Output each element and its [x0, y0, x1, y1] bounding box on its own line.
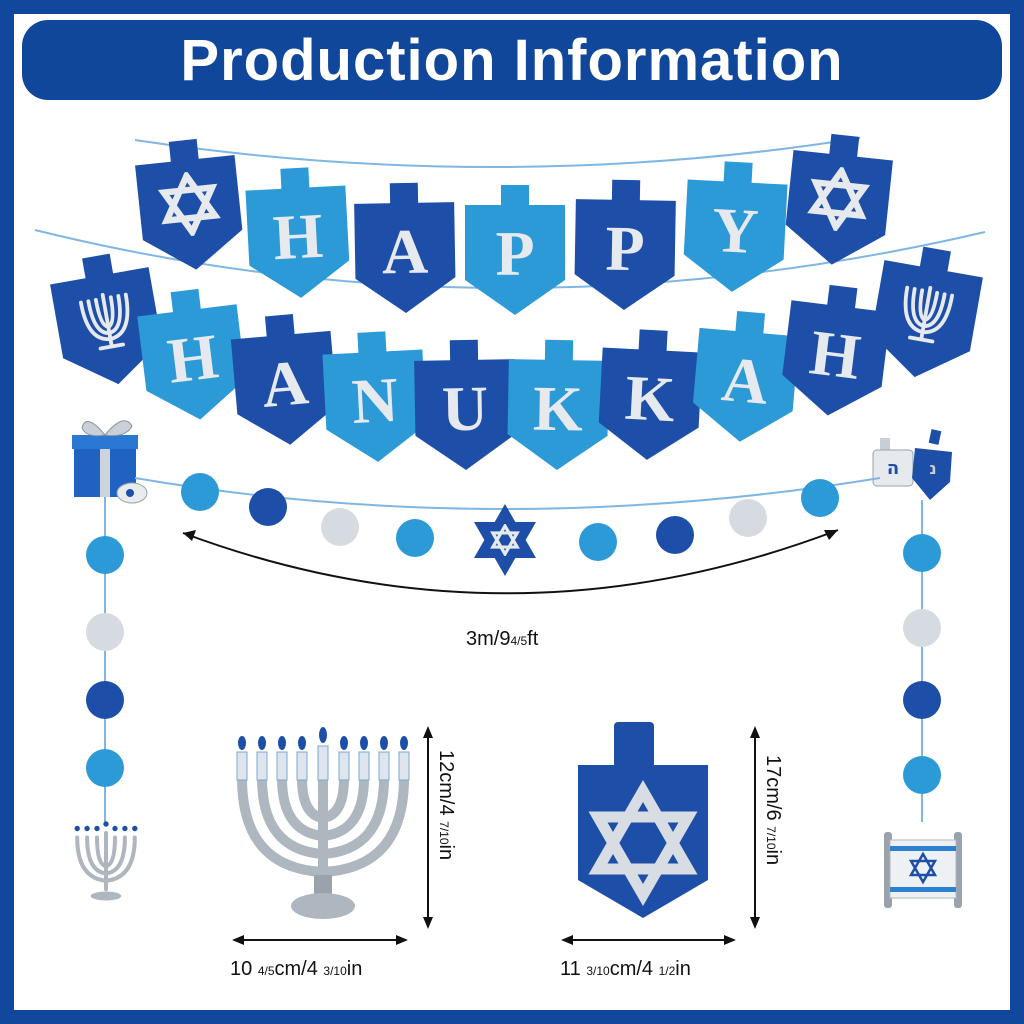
- torah-scroll-icon: [884, 832, 962, 908]
- dreidel-cutout: [578, 722, 708, 918]
- garland-dot: [801, 479, 839, 517]
- banner-flag: H: [137, 288, 246, 420]
- garland-dot: [656, 516, 694, 554]
- banner-letter: A: [259, 346, 311, 421]
- banner-row-happy: H A P P Y: [135, 133, 893, 315]
- svg-text:ה: ה: [887, 458, 899, 479]
- banner-flag-menorah-left: [50, 253, 162, 385]
- banner-letter: A: [381, 216, 428, 288]
- banner-flag-menorah-right: [871, 246, 983, 378]
- vertical-garland-right: [903, 534, 941, 794]
- banner-flag: A: [354, 182, 456, 313]
- banner-letter: P: [605, 213, 645, 285]
- banner-flag: U: [414, 339, 516, 470]
- banner-letter: K: [533, 373, 584, 445]
- banner-letter: P: [495, 218, 534, 289]
- banner-flag: H: [245, 167, 350, 298]
- banner-letter: U: [441, 373, 488, 445]
- dreidel-pair-icon: ה נ: [872, 429, 952, 500]
- banner-flag-star-right: [785, 133, 893, 265]
- banner-letter: A: [719, 343, 771, 418]
- garland-string: [134, 477, 881, 510]
- banner-letter: H: [164, 320, 222, 397]
- menorah-width-label: 10 4/5cm/4 3/10in: [230, 958, 362, 980]
- banner-flag: P: [574, 179, 676, 310]
- garland-length-label: 3m/94/5ft: [466, 628, 539, 650]
- banner-letter: H: [806, 316, 864, 393]
- dot-garland: [181, 473, 839, 576]
- header-bar: Production Information: [22, 20, 1002, 100]
- banner-row-hanukkah: H A N U K K A: [50, 246, 983, 470]
- svg-text:נ: נ: [929, 459, 936, 478]
- garland-dot: [249, 488, 287, 526]
- gift-box-icon: [72, 420, 148, 504]
- garland-length-arrow: [182, 529, 839, 595]
- menorah-height-label: 12cm/4 7/10in: [435, 750, 457, 860]
- banner-flag: A: [693, 311, 800, 442]
- garland-dot: [729, 499, 767, 537]
- banner-flag: H: [782, 284, 891, 416]
- banner-letter: H: [271, 200, 324, 274]
- dreidel-width-label: 11 3/10cm/4 1/2in: [560, 958, 691, 980]
- banner-string-top: [134, 137, 861, 168]
- banner-flag: K: [507, 339, 609, 470]
- banner-letter: N: [350, 364, 400, 437]
- garland-dot: [396, 519, 434, 557]
- banner-flag-star-left: [135, 138, 243, 270]
- dreidel-height-label: 17cm/6 7/10in: [762, 755, 784, 865]
- banner-flag: A: [230, 314, 337, 445]
- banner-flag: P: [465, 185, 565, 315]
- vertical-garland-left: [86, 536, 124, 787]
- banner-flag: N: [322, 331, 427, 462]
- banner-letter: K: [623, 362, 677, 436]
- garland-star: [474, 504, 536, 576]
- small-menorah-icon: [74, 821, 138, 901]
- banner-flag: Y: [683, 161, 788, 292]
- banner-flag: K: [598, 329, 703, 460]
- garland-dot: [181, 473, 219, 511]
- page-title: Production Information: [180, 27, 844, 93]
- menorah-cutout: [236, 727, 410, 919]
- garland-dot: [321, 508, 359, 546]
- garland-dot: [579, 523, 617, 561]
- banner-letter: Y: [710, 194, 760, 267]
